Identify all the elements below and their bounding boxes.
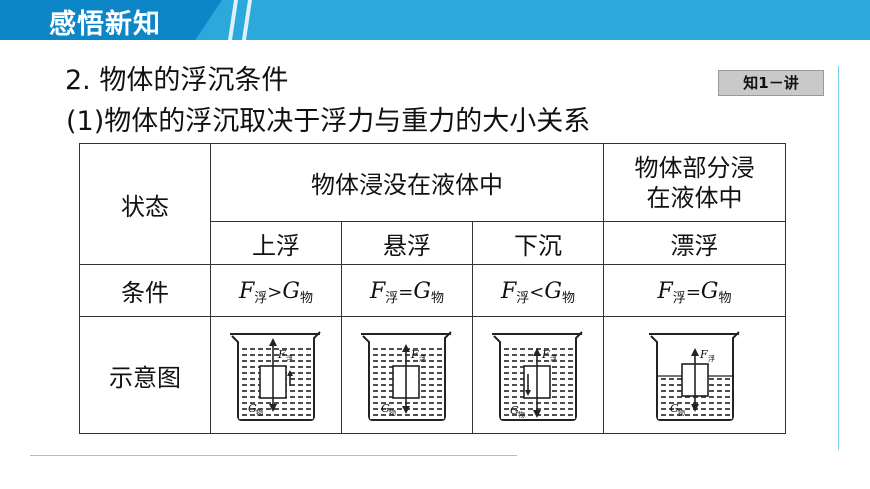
condition-cell: F浮>G物 [210, 264, 342, 317]
svg-text:F: F [277, 348, 286, 361]
diagram-cell: F 浮 G 物 [210, 316, 342, 434]
diagram-cell: F 浮 G 物 [603, 316, 787, 434]
table-row: 上浮 悬浮 下沉 漂浮 [80, 221, 787, 265]
section-title: 感悟新知 [49, 9, 161, 40]
beaker-suspend-diagram: F 浮 G 物 [361, 330, 452, 421]
header-stripe [242, 0, 252, 40]
svg-text:物: 物 [256, 408, 263, 417]
svg-text:浮: 浮 [708, 354, 715, 363]
section-title-tab [0, 0, 222, 40]
beaker-float-diagram: F 浮 G 物 [648, 330, 740, 421]
condition-cell: F浮<G物 [471, 264, 605, 317]
condition-formula: F浮=G物 [657, 278, 732, 306]
svg-text:G: G [670, 402, 679, 415]
table-row: 示意图 F 浮 [79, 316, 787, 434]
row-header-diagram: 示意图 [79, 316, 211, 434]
beaker-rise-diagram: F 浮 G 物 [230, 330, 321, 421]
diagram-cell: F 浮 G 物 [341, 316, 473, 434]
state-sink: 下沉 [471, 221, 605, 265]
divider-line [30, 455, 517, 456]
svg-text:G: G [381, 402, 390, 415]
state-suspend: 悬浮 [341, 221, 473, 265]
state-rise: 上浮 [210, 221, 342, 265]
svg-text:G: G [510, 404, 519, 417]
table-row: 条件 F浮>G物 F浮=G物 F浮<G物 F浮=G物 [79, 264, 787, 317]
condition-formula: F浮=G物 [370, 278, 444, 306]
condition-formula: F浮<G物 [501, 278, 575, 306]
svg-text:物: 物 [389, 408, 396, 417]
condition-formula: F浮>G物 [239, 278, 313, 306]
beaker-sink-diagram: F 浮 G 物 [492, 330, 583, 421]
svg-text:F: F [410, 348, 419, 361]
svg-text:浮: 浮 [286, 354, 293, 363]
svg-text:G: G [248, 402, 257, 415]
row-header-condition: 条件 [79, 264, 211, 317]
group-partial: 物体部分浸在液体中 [603, 143, 787, 222]
heading-2: (1)物体的浮沉取决于浮力与重力的大小关系 [66, 106, 591, 137]
svg-text:F: F [699, 348, 708, 361]
group-immersed: 物体浸没在液体中 [209, 143, 605, 222]
row-header-state: 状态 [79, 143, 211, 265]
svg-text:F: F [541, 348, 550, 361]
group-partial-text: 物体部分浸在液体中 [634, 153, 755, 212]
svg-text:物: 物 [518, 410, 525, 419]
svg-text:物: 物 [678, 408, 685, 417]
buoyancy-table: 状态 物体浸没在液体中 物体部分浸在液体中 上浮 悬浮 下沉 漂浮 条件 F浮>… [79, 143, 787, 434]
diagram-cell: F 浮 G 物 [471, 316, 605, 434]
table-row: 状态 物体浸没在液体中 物体部分浸在液体中 [79, 143, 787, 265]
svg-text:浮: 浮 [419, 354, 426, 363]
condition-cell: F浮=G物 [341, 264, 473, 317]
condition-cell: F浮=G物 [603, 264, 787, 317]
state-float: 漂浮 [603, 221, 787, 265]
lesson-badge: 知1－讲 [718, 70, 824, 96]
header-stripe [228, 0, 238, 40]
svg-text:浮: 浮 [550, 354, 557, 363]
heading-1: 2. 物体的浮沉条件 [65, 65, 289, 96]
divider-line [838, 66, 839, 450]
